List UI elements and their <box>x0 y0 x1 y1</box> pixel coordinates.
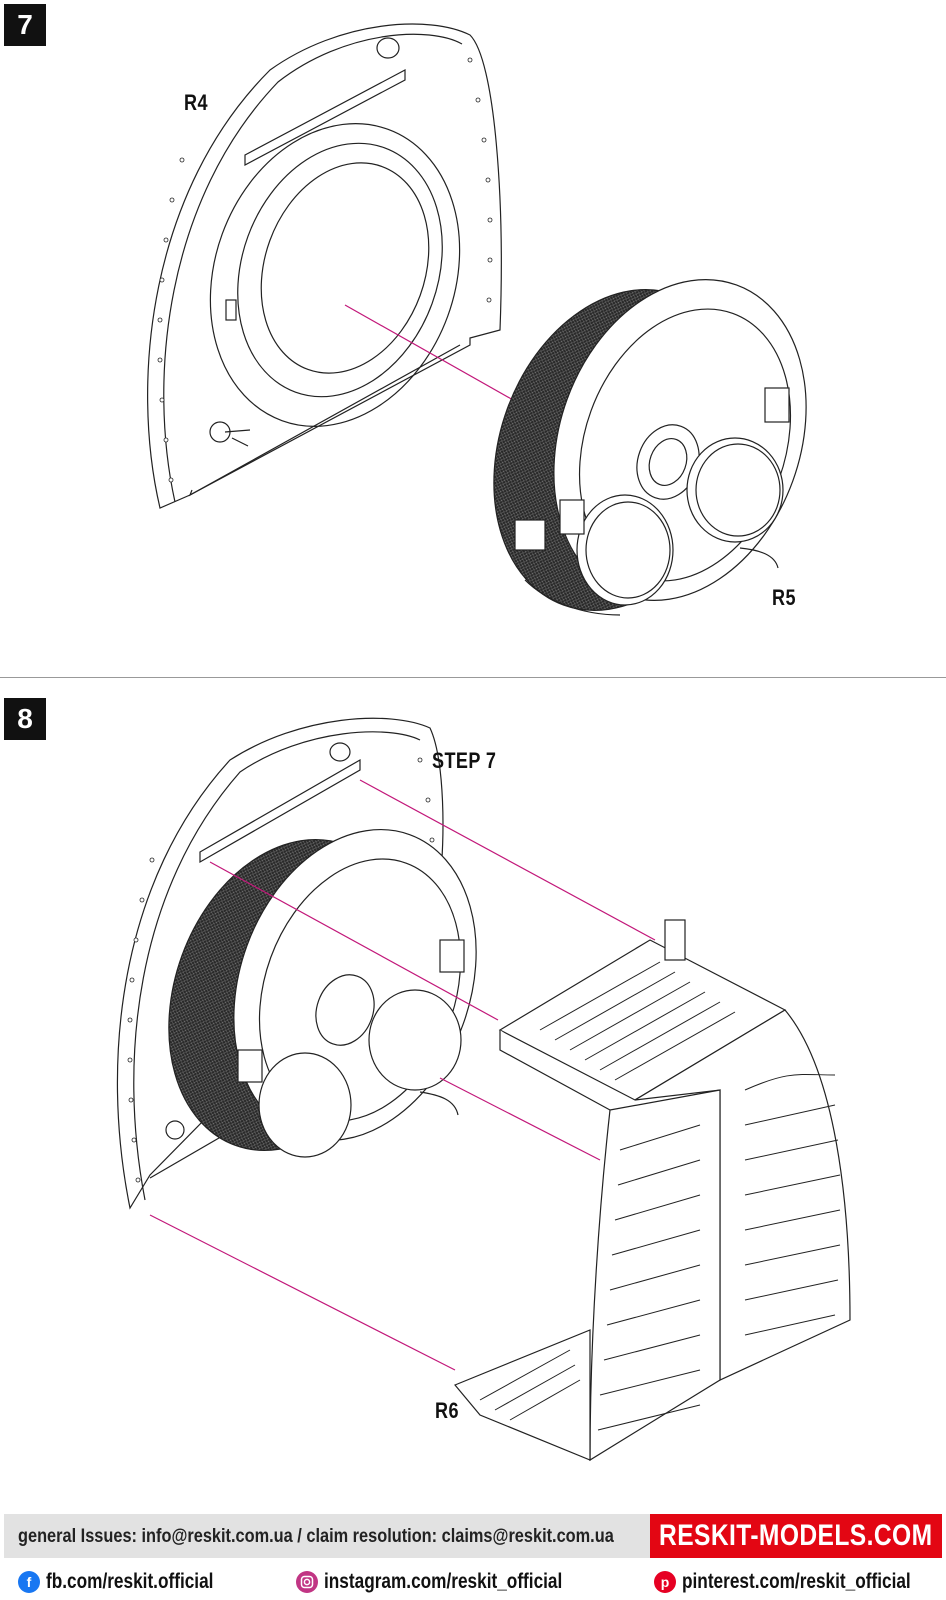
part-r5 <box>493 279 807 616</box>
section-divider <box>0 677 946 678</box>
label-r6: R6 <box>435 1398 459 1423</box>
instagram-icon <box>296 1571 318 1593</box>
instagram-text: instagram.com/reskit_official <box>324 1570 563 1593</box>
guide-lines <box>149 779 656 1371</box>
assembly-illustration <box>116 23 851 1462</box>
footer-contact-text: general Issues: info@reskit.com.ua / cla… <box>18 1526 614 1547</box>
part-r5-mounted <box>168 828 477 1158</box>
facebook-text: fb.com/reskit.official <box>46 1570 214 1593</box>
brand-text: RESKIT-MODELS.COM <box>659 1519 933 1552</box>
frame-r6-slots <box>479 961 841 1431</box>
facebook-icon: f <box>18 1571 40 1593</box>
rivets-r4 <box>157 57 493 483</box>
pinterest-text: pinterest.com/reskit_official <box>682 1570 911 1593</box>
facebook-link[interactable]: f fb.com/reskit.official <box>18 1570 250 1594</box>
label-step-7-ref: STEP 7 <box>432 748 497 773</box>
label-r4: R4 <box>184 90 208 115</box>
rivets-assembled <box>127 757 435 1183</box>
step-8-badge: 8 <box>4 698 46 740</box>
pinterest-link[interactable]: p pinterest.com/reskit_official <box>654 1570 946 1594</box>
instagram-link[interactable]: instagram.com/reskit_official <box>296 1570 615 1594</box>
step-7-badge: 7 <box>4 4 46 46</box>
brand-banner[interactable]: RESKIT-MODELS.COM <box>650 1514 942 1558</box>
label-r5: R5 <box>772 585 796 610</box>
pinterest-icon: p <box>654 1571 676 1593</box>
frame-r6 <box>454 919 851 1462</box>
bulkhead-r4 <box>147 23 502 509</box>
